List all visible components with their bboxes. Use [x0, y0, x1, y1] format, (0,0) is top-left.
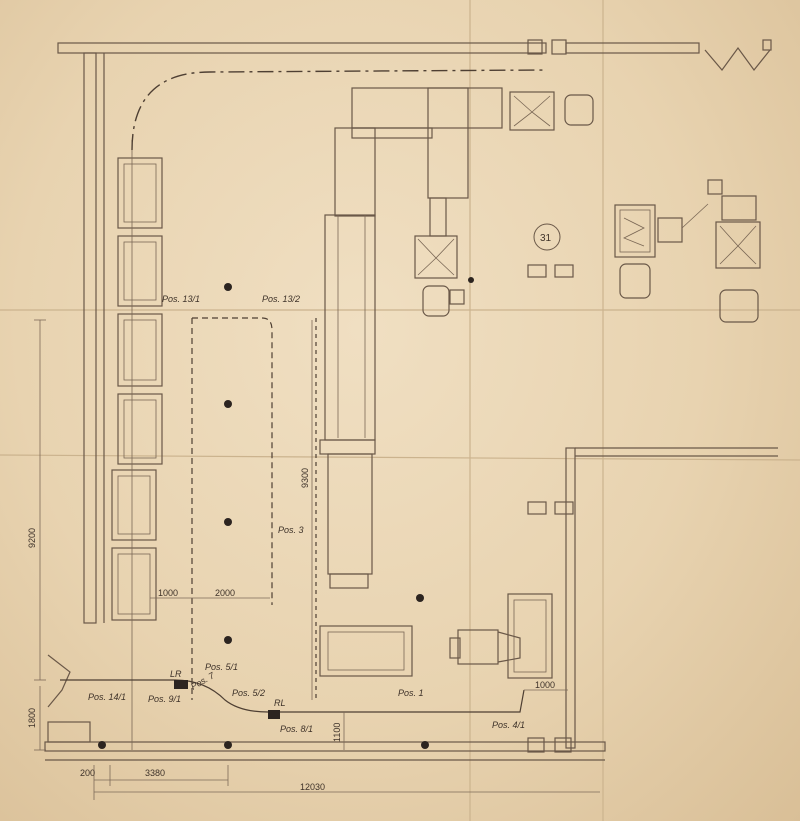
main-machine — [319, 87, 503, 677]
machine-number: 31 — [540, 233, 552, 244]
label-pos-911: Pos. 9/1 — [148, 694, 181, 704]
label-pos-3: Pos. 3 — [278, 525, 304, 535]
label-pos-1312: Pos. 13/2 — [262, 294, 300, 304]
label-rl: RL — [274, 698, 286, 708]
label-pos-411: Pos. 4/1 — [492, 720, 525, 730]
label-pos-1311: Pos. 13/1 — [162, 294, 200, 304]
dim-9300: 9300 — [300, 468, 310, 488]
label-pos-511: Pos. 5/1 — [205, 662, 238, 672]
dim-2000: 2000 — [215, 588, 235, 598]
dim-12030: 12030 — [300, 782, 325, 792]
hopper-units: 31 — [414, 91, 594, 317]
dim-200: 200 — [80, 768, 95, 778]
dimension-lines — [34, 319, 600, 800]
building-walls — [44, 39, 778, 761]
dim-1800: 1800 — [27, 708, 37, 728]
dim-3380: 3380 — [145, 768, 165, 778]
rl-marker — [268, 710, 280, 719]
label-pos-1411: Pos. 14/1 — [88, 692, 126, 702]
crane-track-curve — [131, 69, 546, 151]
crane-rails — [60, 317, 525, 713]
dim-1000-left: 1000 — [158, 588, 178, 598]
label-pos-1: Pos. 1 — [398, 688, 424, 698]
label-pos-7: Pos. 7 — [189, 670, 217, 692]
dim-1100: 1100 — [332, 723, 342, 742]
label-pos-512: Pos. 5/2 — [232, 688, 265, 698]
right-machine-group — [614, 179, 761, 323]
label-lr: LR — [170, 669, 182, 679]
rack-column — [111, 140, 163, 750]
label-pos-811: Pos. 8/1 — [280, 724, 313, 734]
dim-1000-right: 1000 — [535, 680, 555, 690]
lr-marker — [174, 680, 188, 689]
dim-9200: 9200 — [27, 528, 37, 548]
column-markers — [98, 277, 474, 749]
small-press — [449, 593, 553, 679]
